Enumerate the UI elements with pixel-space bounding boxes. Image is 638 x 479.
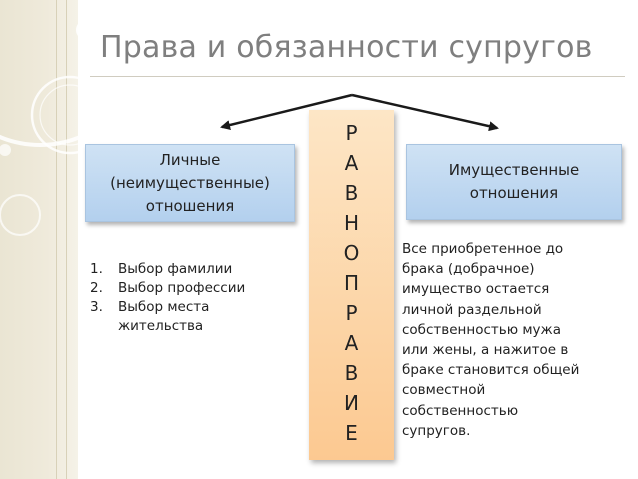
- arrow-left: [220, 93, 353, 130]
- list-item-number: 3.: [90, 299, 103, 315]
- equality-letter: В: [344, 181, 359, 205]
- equality-letter: Р: [345, 301, 358, 325]
- equality-letter: В: [344, 361, 359, 385]
- equality-box: Р А В Н О П Р А В И Е: [309, 110, 394, 460]
- equality-letter: П: [343, 271, 360, 295]
- slide-title: Права и обязанности супругов: [100, 30, 593, 65]
- equality-letter: Н: [343, 211, 360, 235]
- stripe-line: [66, 0, 67, 479]
- equality-letter: О: [343, 241, 360, 265]
- equality-letter: А: [344, 331, 359, 355]
- personal-rights-list: 1. Выбор фамилии 2. Выбор профессии 3. В…: [90, 260, 278, 336]
- list-item-text: Выбор фамилии: [118, 261, 233, 277]
- property-relations-label: Имущественные отношения: [448, 161, 580, 202]
- list-item-text: Выбор места жительства: [118, 299, 210, 334]
- title-divider: [90, 76, 625, 77]
- equality-letter: Е: [345, 421, 358, 445]
- list-item: 3. Выбор места жительства: [90, 298, 278, 336]
- list-item: 1. Выбор фамилии: [90, 260, 278, 279]
- list-item-text: Выбор профессии: [118, 280, 246, 296]
- stripe-line: [56, 0, 57, 479]
- equality-word: Р А В Н О П Р А В И Е: [309, 118, 394, 448]
- personal-relations-box: Личные (неимущественные) отношения: [85, 144, 295, 222]
- list-item-number: 2.: [90, 280, 103, 296]
- decorative-circles: [0, 0, 147, 236]
- list-item-number: 1.: [90, 261, 103, 277]
- equality-letter: Р: [345, 121, 358, 145]
- equality-letter: И: [344, 391, 359, 415]
- list-item: 2. Выбор профессии: [90, 279, 278, 298]
- arrow-right: [351, 93, 499, 132]
- equality-letter: А: [344, 151, 359, 175]
- decorative-side-stripe: [0, 0, 78, 479]
- personal-relations-label: Личные (неимущественные) отношения: [110, 150, 270, 215]
- property-description: Все приобретенное до брака (добрачное) и…: [402, 241, 580, 439]
- property-relations-box: Имущественные отношения: [406, 144, 622, 220]
